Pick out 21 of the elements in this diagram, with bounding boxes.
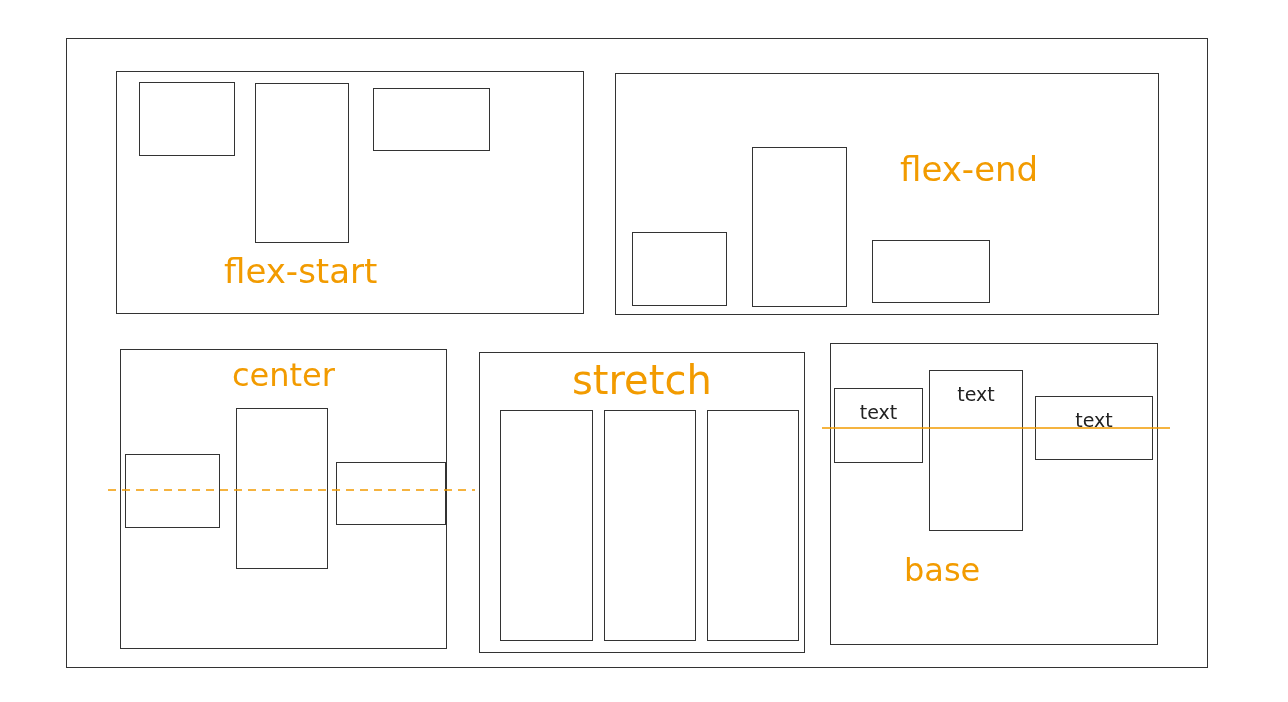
item-box bbox=[236, 408, 328, 569]
item-box bbox=[632, 232, 727, 306]
container-panel bbox=[120, 349, 447, 649]
item-box bbox=[255, 83, 349, 243]
container-panel bbox=[830, 343, 1158, 645]
item-box: text bbox=[929, 370, 1023, 531]
item-box bbox=[336, 462, 446, 525]
container-panel bbox=[479, 352, 805, 653]
frame-box bbox=[66, 38, 1208, 668]
item-box bbox=[707, 410, 799, 641]
item-box bbox=[139, 82, 235, 156]
item-box bbox=[373, 88, 490, 151]
item-box bbox=[500, 410, 593, 641]
item-box bbox=[752, 147, 847, 307]
container-panel bbox=[116, 71, 584, 314]
item-box: text bbox=[1035, 396, 1153, 460]
item-box bbox=[125, 454, 220, 528]
item-box bbox=[604, 410, 696, 641]
item-box: text bbox=[834, 388, 923, 463]
container-panel bbox=[615, 73, 1159, 315]
item-box bbox=[872, 240, 990, 303]
